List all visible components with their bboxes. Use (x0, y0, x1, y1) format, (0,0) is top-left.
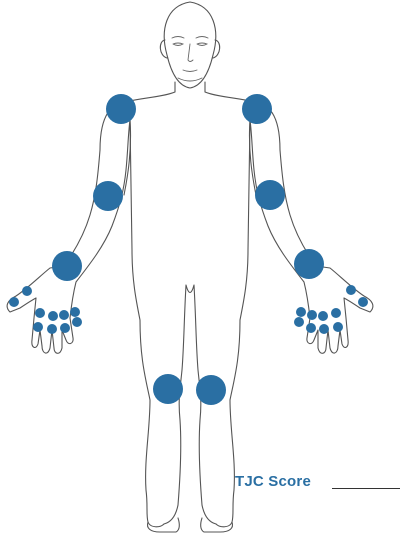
right-shoulder-joint[interactable] (106, 94, 136, 124)
left-thumb-mcp-joint[interactable] (346, 285, 356, 295)
right-middle-mcp-joint[interactable] (48, 311, 58, 321)
right-thumb-mcp-joint[interactable] (22, 286, 32, 296)
tjc-score-entry-line[interactable] (332, 488, 400, 489)
right-knee-joint[interactable] (153, 374, 183, 404)
joint-markers (9, 94, 368, 405)
left-side-torso-arm-outline (205, 82, 373, 527)
left-little-mcp-joint[interactable] (296, 307, 306, 317)
right-middle-pip-joint[interactable] (47, 324, 57, 334)
left-ring-mcp-joint[interactable] (307, 310, 317, 320)
left-ring-pip-joint[interactable] (306, 323, 316, 333)
right-ring-mcp-joint[interactable] (59, 310, 69, 320)
right-index-pip-joint[interactable] (33, 322, 43, 332)
right-index-mcp-joint[interactable] (35, 308, 45, 318)
left-knee-joint[interactable] (196, 375, 226, 405)
right-thumb-pip-joint[interactable] (9, 297, 19, 307)
right-little-pip-joint[interactable] (72, 317, 82, 327)
left-middle-pip-joint[interactable] (319, 324, 329, 334)
tjc-score-label: TJC Score (235, 473, 311, 490)
right-ring-pip-joint[interactable] (60, 323, 70, 333)
left-wrist-joint[interactable] (294, 249, 324, 279)
left-little-pip-joint[interactable] (294, 317, 304, 327)
left-elbow-joint[interactable] (255, 180, 285, 210)
right-little-mcp-joint[interactable] (70, 307, 80, 317)
left-middle-mcp-joint[interactable] (318, 311, 328, 321)
left-thumb-pip-joint[interactable] (358, 297, 368, 307)
left-index-pip-joint[interactable] (333, 322, 343, 332)
right-elbow-joint[interactable] (93, 181, 123, 211)
right-wrist-joint[interactable] (52, 251, 82, 281)
left-shoulder-joint[interactable] (242, 94, 272, 124)
face-features (172, 37, 208, 82)
left-index-mcp-joint[interactable] (331, 308, 341, 318)
right-side-torso-arm-outline (7, 82, 175, 527)
